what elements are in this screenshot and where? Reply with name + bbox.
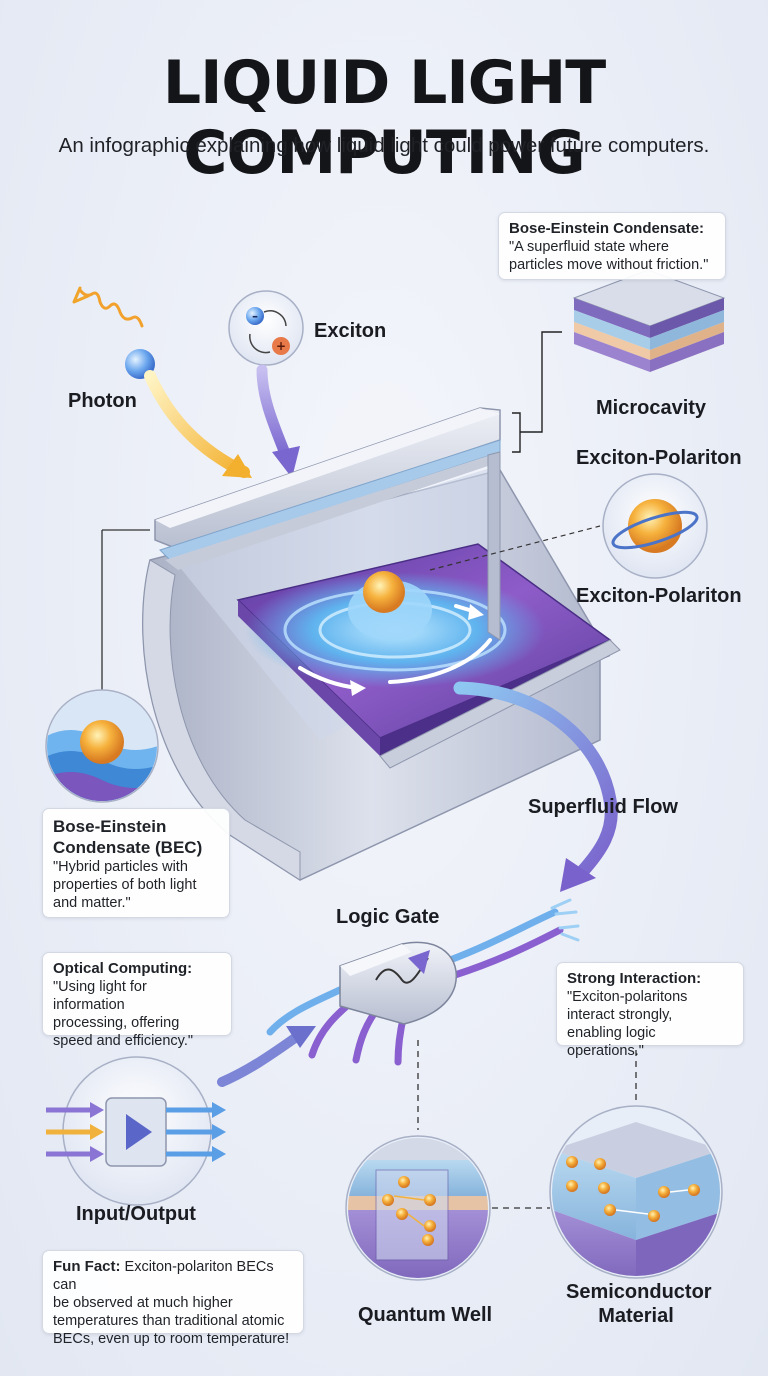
semiconductor-label-line1: Semiconductor — [566, 1281, 712, 1303]
strong-interaction-line2: interact strongly, — [567, 1007, 673, 1023]
fun-fact-line3: temperatures than traditional atomic — [53, 1313, 285, 1329]
bec-hybrid-line3: and matter." — [53, 895, 131, 911]
exciton-arrowhead — [272, 446, 300, 478]
bec-hybrid-heading1: Bose-Einstein — [53, 817, 167, 836]
exciton-polariton-dashed-line — [429, 525, 601, 571]
semiconductor-label-line2: Material — [598, 1305, 674, 1327]
superfluid-flow-arrow — [453, 681, 618, 879]
exciton-orbit-arrow-2 — [249, 333, 271, 354]
superfluid-flow-arrowhead — [560, 858, 596, 892]
bec-definition-line2: particles move without friction." — [509, 257, 709, 273]
exciton-polariton-ring — [611, 510, 699, 550]
fun-fact-callout: Fun Fact: Exciton-polariton BECs can be … — [42, 1250, 304, 1347]
play-triangle-icon — [126, 1114, 152, 1150]
microcavity-label: Microcavity — [596, 397, 707, 419]
exciton-icon — [228, 290, 304, 366]
exciton-electron-icon — [246, 307, 264, 325]
semiconductor-label: Semiconductor Material — [566, 1280, 712, 1328]
photon-beam — [144, 370, 250, 478]
fun-fact-line1-wrap: Fun Fact: Exciton-polariton BECs can — [53, 1258, 293, 1294]
logic-gate-label: Logic Gate — [336, 906, 440, 928]
strong-interaction-line1: "Exciton-polaritons — [567, 989, 688, 1005]
quantum-well-label: Quantum Well — [358, 1304, 493, 1326]
fun-fact-line1: Exciton-polariton BECs can — [53, 1259, 274, 1293]
bec-hybrid-line2: properties of both light — [53, 877, 197, 893]
io-to-gate-arrow — [217, 1033, 300, 1087]
fun-fact-line4: BECs, even up to room temperature! — [53, 1331, 290, 1347]
exciton-arrow — [256, 364, 292, 462]
input-arrows-icon — [46, 1102, 104, 1162]
exciton-polariton-label-top: Exciton-Polariton — [576, 447, 742, 469]
exciton-label: Exciton — [314, 320, 387, 342]
superfluid-flow-label: Superfluid Flow — [528, 796, 678, 818]
quantum-well-layers — [348, 1138, 488, 1278]
optical-computing-line1: "Using light for information — [53, 979, 147, 1013]
optical-computing-callout: Optical Computing: "Using light for info… — [42, 952, 232, 1049]
microcavity-bracket-line — [512, 331, 562, 453]
bec-definition-heading: Bose-Einstein Condensate: — [509, 220, 705, 237]
microcavity-stack-icon — [572, 269, 726, 372]
exciton-hole-icon — [272, 337, 290, 355]
exciton-minus-sign: – — [252, 309, 258, 323]
bec-hybrid-heading2: Condensate (BEC) — [53, 838, 203, 857]
bec-definition-callout: Bose-Einstein Condensate: "A superfluid … — [498, 212, 726, 280]
fun-fact-line2: be observed at much higher — [53, 1295, 233, 1311]
page-title: LIQUID LIGHT COMPUTING — [162, 48, 606, 188]
semiconductor-layers — [552, 1122, 720, 1276]
strong-interaction-heading: Strong Interaction: — [567, 970, 702, 987]
photon-label: Photon — [68, 390, 137, 412]
bec-hybrid-line1: "Hybrid particles with — [53, 859, 188, 875]
optical-computing-line2: processing, offering — [53, 1015, 180, 1031]
input-output-label: Input/Output — [76, 1203, 196, 1225]
output-arrows-icon — [166, 1102, 226, 1162]
optical-computing-heading: Optical Computing: — [53, 960, 193, 977]
exciton-plus-sign: + — [276, 339, 286, 353]
page-subtitle: An infographic explaining how liquid lig… — [58, 134, 710, 157]
bec-hybrid-callout: Bose-Einstein Condensate (BEC) "Hybrid p… — [42, 808, 230, 918]
exciton-orbit-arrow — [263, 310, 287, 327]
fun-fact-heading: Fun Fact: — [53, 1258, 121, 1275]
io-to-gate-arrowhead — [286, 1026, 316, 1048]
microcavity-device — [142, 407, 621, 881]
optical-computing-line3: speed and efficiency." — [53, 1033, 194, 1049]
strong-interaction-line3: enabling logic operations." — [567, 1025, 656, 1059]
logic-gate-icon — [266, 898, 580, 1066]
bec-particle — [80, 720, 124, 764]
strong-interaction-callout: Strong Interaction: "Exciton-polaritons … — [556, 962, 744, 1059]
photon-wave-icon — [72, 286, 144, 328]
photon-beam-arrowhead — [222, 454, 252, 478]
exciton-polariton-label-bottom: Exciton-Polariton — [576, 585, 742, 607]
bec-definition-line1: "A superfluid state where — [509, 239, 669, 255]
